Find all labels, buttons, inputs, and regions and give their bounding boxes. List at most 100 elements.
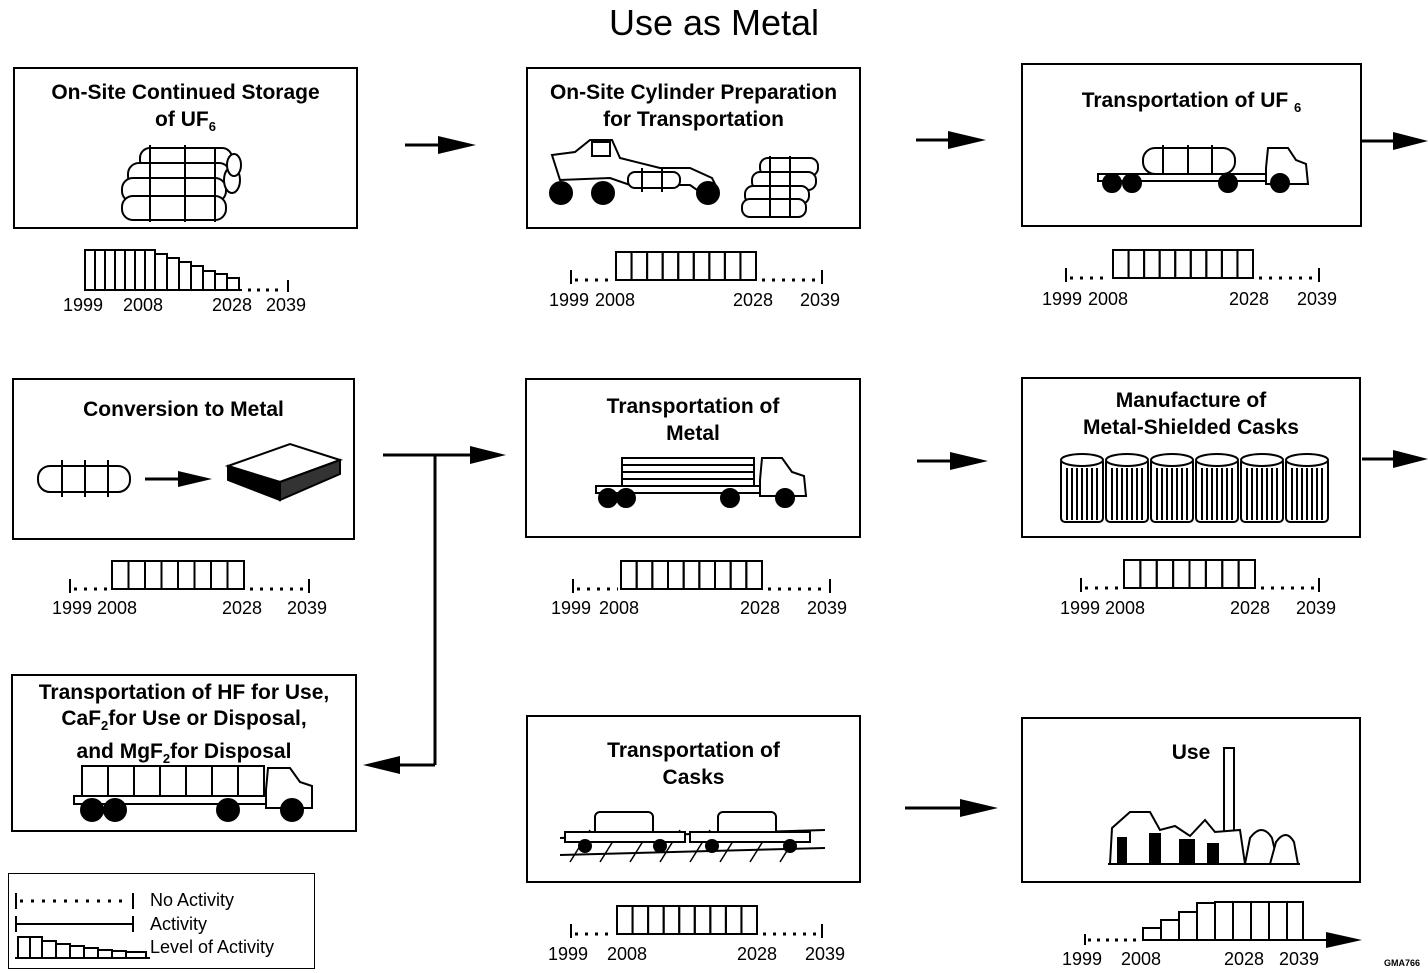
activity-bar bbox=[616, 905, 634, 935]
activity-bar bbox=[647, 905, 665, 935]
activity-bar bbox=[651, 560, 669, 590]
activity-bar bbox=[1112, 249, 1130, 279]
activity-bar bbox=[1237, 559, 1256, 589]
activity-bar bbox=[1221, 559, 1240, 589]
activity-bar bbox=[1143, 249, 1161, 279]
tl7-2028: 2028 bbox=[737, 944, 778, 964]
activity-bar bbox=[698, 560, 716, 590]
truck-cylinder-illustration bbox=[1097, 145, 1310, 193]
industrial-plant-illustration bbox=[1108, 747, 1300, 865]
tl7-2039: 2039 bbox=[805, 944, 846, 964]
tl6-2039: 2039 bbox=[1296, 598, 1337, 618]
tl2-1999: 1999 bbox=[549, 290, 590, 310]
activity-bar bbox=[708, 251, 726, 281]
tl6-2008: 2008 bbox=[1105, 598, 1146, 618]
activity-bar bbox=[692, 251, 711, 281]
box-title-line3-part2: for Disposal bbox=[170, 740, 292, 764]
tl2-2008: 2008 bbox=[595, 290, 636, 310]
box-title-line2: Metal-Shielded Casks bbox=[1083, 416, 1299, 439]
tl4-2008: 2008 bbox=[97, 598, 138, 618]
timeline-2 bbox=[570, 251, 823, 284]
box-title-subscript: 2 bbox=[162, 751, 171, 767]
activity-bar bbox=[739, 251, 758, 281]
box-title-line1: Transportation of bbox=[607, 739, 780, 762]
arrow-head bbox=[363, 756, 400, 774]
tl8-2028: 2028 bbox=[1224, 949, 1265, 969]
cask bbox=[1195, 453, 1239, 523]
rail-casks-illustration bbox=[559, 811, 826, 863]
box-title-subscript: 6 bbox=[208, 119, 216, 135]
tl8-1999: 1999 bbox=[1062, 949, 1103, 969]
activity-bar bbox=[620, 560, 638, 590]
tl4-2039: 2039 bbox=[287, 598, 328, 618]
cask-lid bbox=[1285, 453, 1329, 467]
cask-lid bbox=[1060, 453, 1104, 467]
activity-bar bbox=[1174, 249, 1192, 279]
conversion-illustration bbox=[37, 442, 344, 502]
cask bbox=[1060, 453, 1104, 523]
cylinder-stack-illustration bbox=[121, 145, 242, 222]
timeline-3 bbox=[1065, 249, 1320, 282]
tl3-2008: 2008 bbox=[1088, 289, 1129, 309]
activity-bar bbox=[723, 251, 742, 281]
activity-bar bbox=[111, 560, 130, 590]
activity-bar bbox=[630, 251, 649, 281]
box-title-line2-part1: CaF bbox=[61, 707, 102, 730]
tl1-2008: 2008 bbox=[123, 295, 164, 315]
cylinder-stack-small-illustration bbox=[741, 156, 819, 218]
tl1-2039: 2039 bbox=[266, 295, 307, 315]
activity-bar bbox=[714, 560, 732, 590]
box-title-line1: Manufacture of bbox=[1115, 389, 1267, 412]
box-title-line3-part1: and MgF bbox=[76, 740, 163, 764]
box-title-line2-part2: for Use or Disposal, bbox=[108, 707, 307, 730]
timeline-6 bbox=[1080, 559, 1320, 592]
activity-bar bbox=[662, 905, 681, 935]
activity-bar bbox=[729, 560, 748, 590]
activity-bar bbox=[144, 560, 163, 590]
cask-lid bbox=[1150, 453, 1194, 467]
activity-bar bbox=[724, 905, 743, 935]
box-title-line2: Metal bbox=[666, 422, 720, 445]
tl5-2008: 2008 bbox=[599, 598, 640, 618]
tl6-1999: 1999 bbox=[1060, 598, 1101, 618]
truck-flatbed-illustration bbox=[73, 765, 313, 822]
tl1-2028: 2028 bbox=[212, 295, 253, 315]
tl2-2028: 2028 bbox=[733, 290, 774, 310]
arrow-head bbox=[950, 452, 988, 470]
cask bbox=[1150, 453, 1194, 523]
legend-activity-label: Activity bbox=[150, 914, 208, 934]
timeline-5 bbox=[572, 560, 831, 593]
activity-bar bbox=[745, 560, 763, 590]
casks-illustration bbox=[1060, 453, 1329, 523]
box-title-line2: for Transportation bbox=[603, 108, 784, 131]
tl3-2039: 2039 bbox=[1297, 289, 1338, 309]
tl1-1999: 1999 bbox=[63, 295, 104, 315]
cask bbox=[1240, 453, 1284, 523]
box-title-line2: Casks bbox=[662, 766, 725, 789]
tl3-2028: 2028 bbox=[1229, 289, 1270, 309]
activity-bar bbox=[709, 905, 727, 935]
activity-bar bbox=[1155, 559, 1175, 589]
figure-credit: GMA766 bbox=[1384, 958, 1421, 968]
tl7-1999: 1999 bbox=[548, 944, 589, 964]
arrow-head bbox=[960, 799, 998, 817]
box-title-line1: On-Site Cylinder Preparation bbox=[549, 81, 838, 104]
cask-lid bbox=[1240, 453, 1284, 467]
activity-bar bbox=[1127, 249, 1146, 279]
activity-bar bbox=[1205, 249, 1223, 279]
activity-bar bbox=[210, 560, 229, 590]
tl5-2039: 2039 bbox=[807, 598, 848, 618]
arrow-head bbox=[470, 446, 506, 464]
timeline-use bbox=[1084, 901, 1362, 948]
activity-bar bbox=[693, 905, 712, 935]
activity-bar bbox=[160, 560, 179, 590]
box-title-subscript: 2 bbox=[101, 718, 109, 734]
legend-symbols bbox=[15, 893, 150, 959]
box-title-line1: On-Site Continued Storage bbox=[51, 81, 320, 104]
box-title-line2: of UF bbox=[155, 108, 209, 131]
activity-bar bbox=[646, 251, 664, 281]
arrow-head bbox=[1393, 132, 1428, 150]
activity-bar bbox=[615, 251, 633, 281]
activity-bar bbox=[661, 251, 680, 281]
